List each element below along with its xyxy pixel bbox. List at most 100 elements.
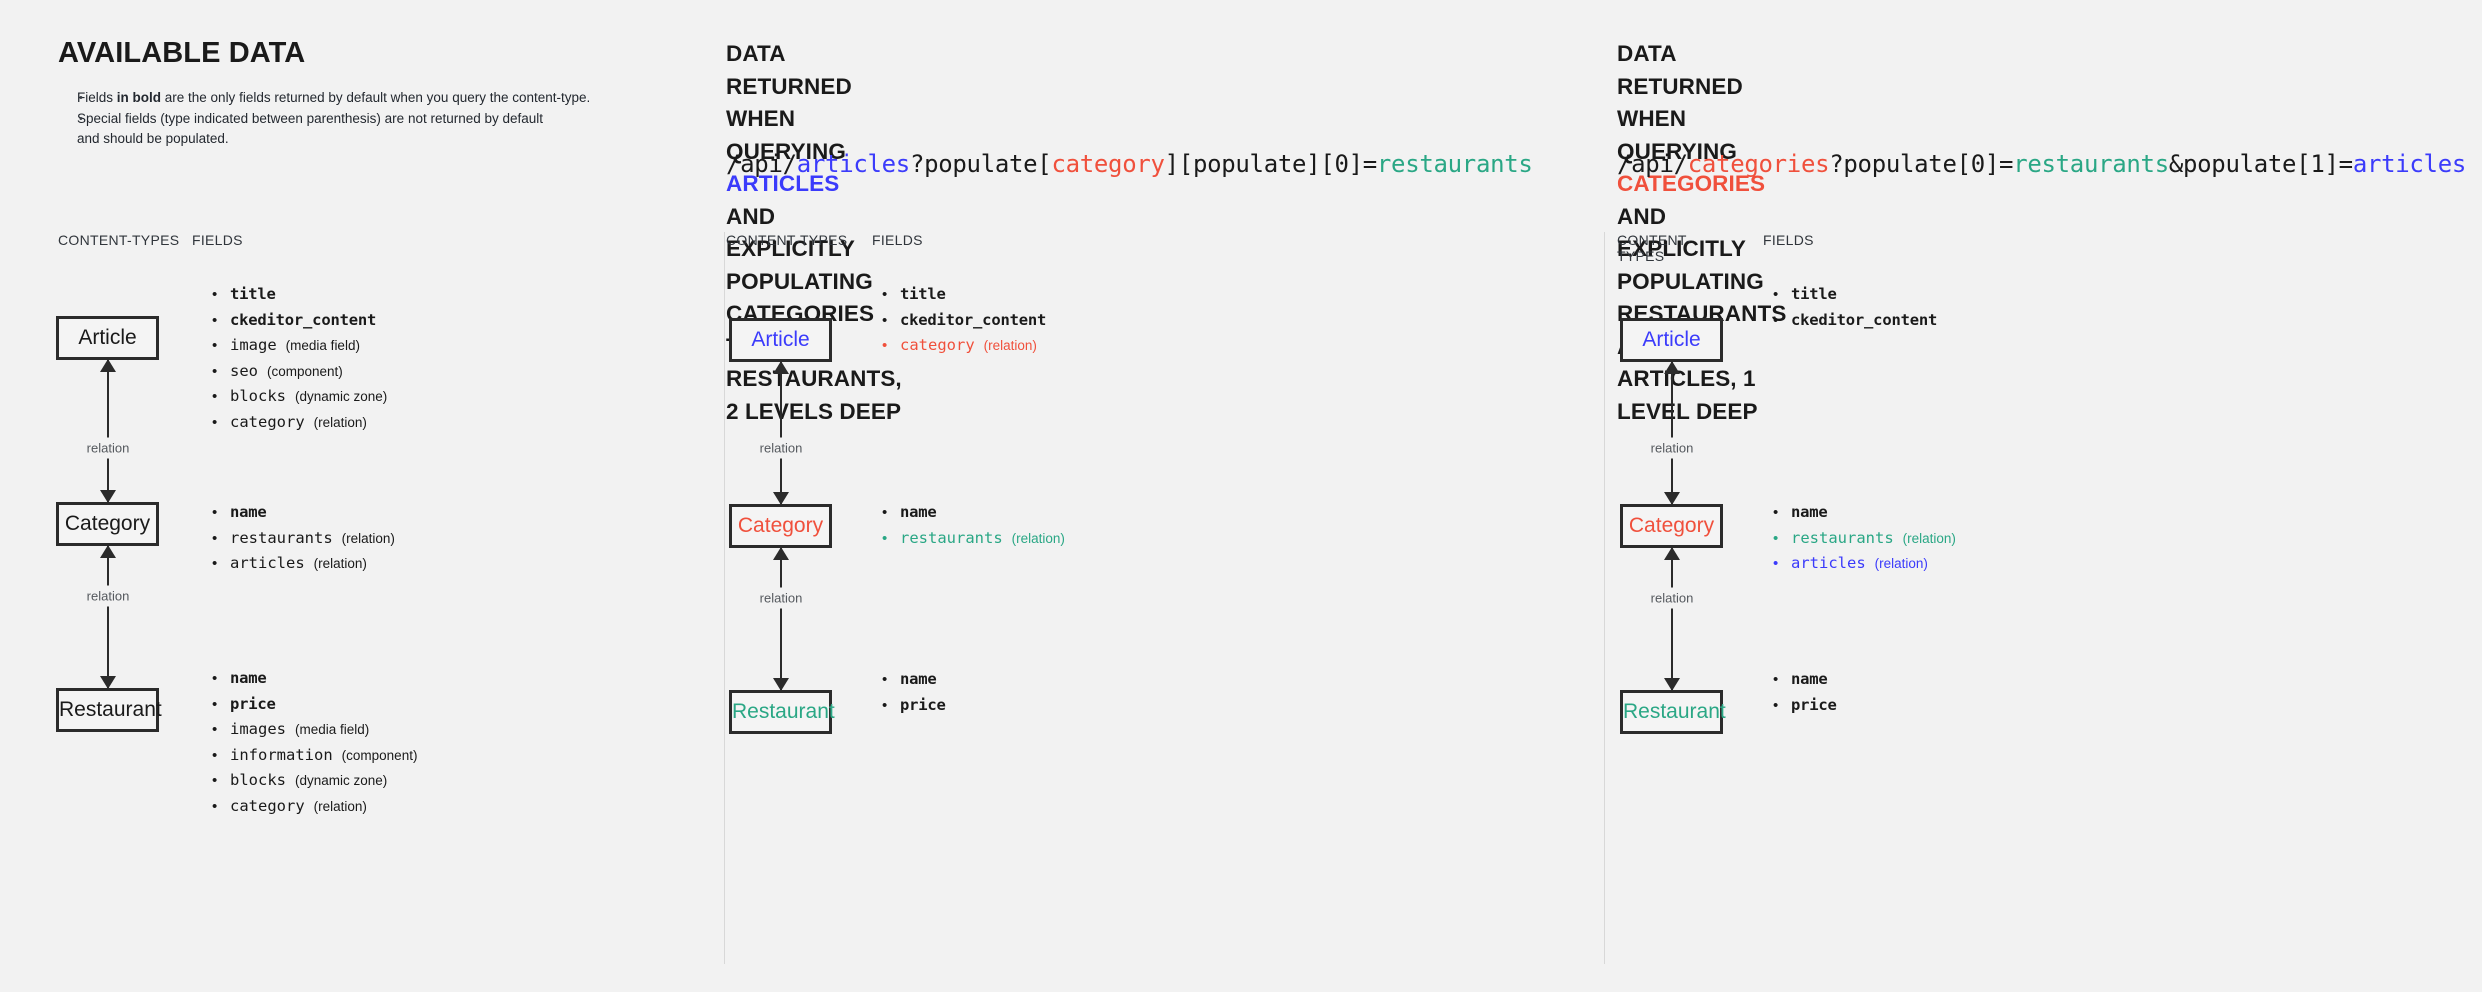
field-row: •name xyxy=(880,500,1065,526)
bullet-icon: • xyxy=(212,337,218,354)
caption-content-types: CONTENT-TYPES xyxy=(58,232,180,248)
api-endpoint-articles[interactable]: /api/articles?populate[category][populat… xyxy=(726,150,1533,178)
node-article[interactable]: Article xyxy=(729,318,832,362)
bullet-icon: • xyxy=(212,362,218,380)
legend-text-1a: Fields xyxy=(77,90,117,105)
node-restaurant[interactable]: Restaurant xyxy=(729,690,835,734)
caption-fields: FIELDS xyxy=(872,232,923,248)
bullet-icon: • xyxy=(1773,529,1779,547)
field-type: (media field) xyxy=(285,338,360,353)
field-name: information xyxy=(230,745,333,764)
field-row: •name xyxy=(210,500,395,526)
relation-arrow-category-restaurant xyxy=(773,547,789,691)
field-list-article: •title•ckeditor_content xyxy=(1771,282,1937,333)
panel-divider-1 xyxy=(724,232,725,964)
node-article[interactable]: Article xyxy=(1620,318,1723,362)
caption-fields: FIELDS xyxy=(1763,232,1814,248)
field-row: •price xyxy=(1771,693,1837,719)
field-name: name xyxy=(1791,503,1828,521)
node-category[interactable]: Category xyxy=(729,504,832,548)
endpoint-segment: ][populate][0]= xyxy=(1164,150,1378,178)
panel3-title-entity: CATEGORIES xyxy=(1617,171,1766,196)
field-row: •title xyxy=(210,282,387,308)
relation-label-2: relation xyxy=(1644,587,1700,609)
field-list-restaurant: •name•price xyxy=(1771,667,1837,718)
panel3-title-prefix: DATA RETURNED WHEN QUERYING xyxy=(1617,41,1743,164)
relation-arrow-article-category xyxy=(1664,361,1680,505)
node-category[interactable]: Category xyxy=(1620,504,1723,548)
bullet-icon: • xyxy=(212,388,218,405)
endpoint-segment: ?populate[ xyxy=(909,150,1052,178)
field-type: (relation) xyxy=(1011,530,1065,546)
bullet-icon: • xyxy=(212,746,218,764)
node-restaurant[interactable]: Restaurant xyxy=(56,688,162,732)
field-name: title xyxy=(1791,285,1837,303)
field-row: •name xyxy=(1771,667,1837,693)
page-title: AVAILABLE DATA xyxy=(58,37,306,69)
legend-item-special-fields: Special fields (type indicated between p… xyxy=(77,109,590,150)
field-list-restaurant: •name•price•images(media field)•informat… xyxy=(210,666,417,819)
field-name: ckeditor_content xyxy=(230,310,377,329)
legend-item-bold-fields: Fields in bold are the only fields retur… xyxy=(77,88,590,109)
relation-label-2: relation xyxy=(753,587,809,609)
field-row: • category (relation) xyxy=(210,794,417,820)
panel-divider-2 xyxy=(1604,232,1605,964)
bullet-icon: • xyxy=(212,797,218,815)
field-type: (relation) xyxy=(313,414,367,430)
api-endpoint-categories[interactable]: /api/categories?populate[0]=restaurants&… xyxy=(1617,150,2466,178)
endpoint-segment: /api/ xyxy=(1617,150,1688,178)
relation-label-1: relation xyxy=(753,437,809,459)
node-article[interactable]: Article xyxy=(56,316,159,360)
field-name: restaurants xyxy=(1791,528,1894,547)
field-row: •articles(relation) xyxy=(210,551,395,577)
field-list-category: •name•restaurants(relation) xyxy=(880,500,1065,551)
field-type: (relation) xyxy=(341,530,395,546)
node-category[interactable]: Category xyxy=(56,502,159,546)
field-list-article: •title•ckeditor_content•image(media fiel… xyxy=(210,282,387,435)
bullet-icon: • xyxy=(882,696,888,714)
legend-notes: Fields in bold are the only fields retur… xyxy=(60,88,590,150)
field-name: price xyxy=(900,695,946,714)
panel3-title: DATA RETURNED WHEN QUERYING CATEGORIES A… xyxy=(1617,38,1786,428)
field-name: price xyxy=(1791,695,1837,714)
relation-arrow-article-category xyxy=(100,359,116,503)
field-name: category xyxy=(230,412,305,431)
node-restaurant-label: Restaurant xyxy=(59,698,162,721)
field-row: •blocks(dynamic zone) xyxy=(210,768,417,794)
legend-text-1c: are the only fields returned by default … xyxy=(161,90,591,105)
panel3-title-line3: RESTAURANTS AND ARTICLES, 1 LEVEL DEEP xyxy=(1617,301,1787,424)
field-type: (relation) xyxy=(1902,530,1956,546)
caption-fields: FIELDS xyxy=(192,232,243,248)
panel2-title-entity: ARTICLES xyxy=(726,171,840,196)
bullet-icon: • xyxy=(212,529,218,547)
field-name: articles xyxy=(230,554,305,572)
node-category-label: Category xyxy=(1628,514,1715,537)
relation-label-1: relation xyxy=(1644,437,1700,459)
field-row: •title xyxy=(880,282,1046,308)
field-type: (dynamic zone) xyxy=(295,389,388,404)
field-name: image xyxy=(230,336,277,354)
panel2-title-line2: AND EXPLICITLY POPULATING xyxy=(726,203,873,294)
field-name: price xyxy=(230,694,276,713)
field-type: (relation) xyxy=(313,798,367,814)
field-row: •category(relation) xyxy=(210,410,387,436)
field-name: category xyxy=(900,336,975,354)
bullet-icon: • xyxy=(212,670,218,687)
node-category-label: Category xyxy=(737,514,824,537)
field-name: blocks xyxy=(230,771,286,789)
field-name: name xyxy=(230,503,267,521)
field-name: title xyxy=(230,285,276,303)
node-restaurant[interactable]: Restaurant xyxy=(1620,690,1726,734)
field-name: articles xyxy=(1791,554,1866,572)
field-type: (component) xyxy=(267,363,343,379)
field-type: (relation) xyxy=(983,338,1037,353)
relation-label-1: relation xyxy=(80,437,136,459)
field-name: category xyxy=(230,796,305,815)
endpoint-segment: /api/ xyxy=(726,150,797,178)
field-row: •name xyxy=(210,666,417,692)
node-article-label: Article xyxy=(78,326,137,349)
field-type: (media field) xyxy=(295,722,370,737)
field-name: ckeditor_content xyxy=(1791,310,1938,329)
bullet-icon: • xyxy=(882,311,888,329)
relation-arrow-category-restaurant xyxy=(100,545,116,689)
